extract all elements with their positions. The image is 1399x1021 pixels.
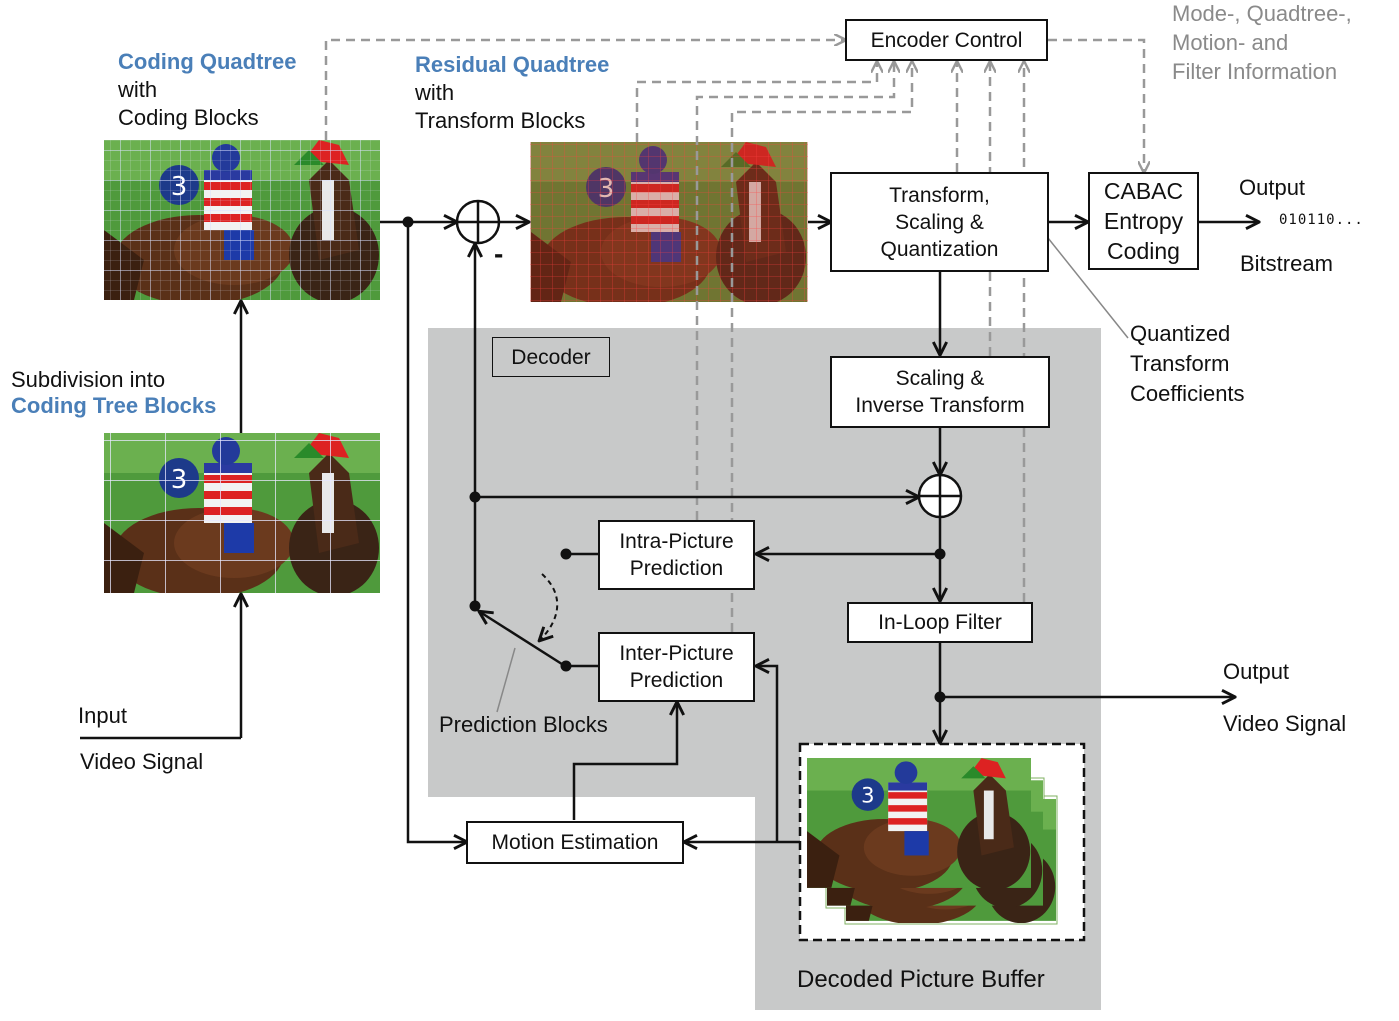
inter-label-2: Prediction (629, 669, 724, 692)
prediction-blocks-label: Prediction Blocks (439, 712, 608, 737)
transform-label-2: Scaling & (895, 210, 984, 234)
coding-quadtree-blocks-label: Coding Blocks (118, 105, 259, 130)
output-video-signal-label: Video Signal (1223, 711, 1347, 736)
encoder-control-block: Encoder Control (845, 19, 1048, 61)
transform-label-3: Quantization (880, 237, 999, 261)
cabac-label-1: CABAC (1103, 178, 1184, 204)
cabac-entropy-coding-block: CABAC Entropy Coding (1088, 172, 1199, 270)
input-label: Input (78, 703, 127, 728)
signal-lines (80, 222, 1258, 842)
side-info-label-1: Mode-, Quadtree-, (1172, 1, 1352, 26)
input-video-signal-label: Video Signal (80, 749, 204, 774)
inter-picture-prediction-block: Inter-Picture Prediction (598, 632, 755, 702)
scaling-label-2: Inverse Transform (855, 394, 1025, 417)
quantized-label-1: Quantized (1130, 321, 1231, 346)
minus-sign: - (494, 238, 504, 269)
scaling-label-1: Scaling & (895, 367, 985, 390)
residual-quadtree-image (530, 142, 808, 302)
coding-tree-blocks-label: Coding Tree Blocks (11, 393, 217, 418)
bitstream-label: Bitstream (1240, 251, 1333, 276)
decoder-label: Decoder (511, 345, 591, 369)
side-info-label-3: Filter Information (1172, 59, 1338, 84)
in-loop-filter-label: In-Loop Filter (878, 611, 1002, 634)
encoder-control-label: Encoder Control (870, 28, 1023, 52)
control-lines (324, 40, 1144, 632)
intra-label-2: Prediction (629, 557, 724, 580)
decoded-picture-stack (798, 742, 1086, 942)
output-bitstream-label: Output (1239, 175, 1306, 200)
quantized-label-2: Transform (1130, 351, 1230, 376)
annotation-lines (496, 237, 1129, 713)
intra-picture-prediction-block: Intra-Picture Prediction (598, 520, 755, 590)
residual-quadtree-blocks-label: Transform Blocks (415, 108, 586, 133)
subtract-node (455, 199, 501, 245)
intra-label-1: Intra-Picture (619, 530, 734, 553)
motion-estimation-block: Motion Estimation (466, 821, 684, 864)
transform-scaling-quantization-block: Transform, Scaling & Quantization (830, 172, 1049, 272)
coding-quadtree-with: with (118, 77, 158, 102)
scaling-inverse-transform-block: Scaling & Inverse Transform (830, 356, 1050, 428)
motion-estimation-label: Motion Estimation (491, 831, 659, 854)
output-video-label: Output (1223, 659, 1290, 684)
add-node (917, 473, 963, 519)
coding-tree-blocks-image (104, 433, 380, 593)
residual-quadtree-with: with (415, 80, 455, 105)
transform-label-1: Transform, (889, 183, 990, 207)
junction-dots (402, 216, 946, 703)
bitstream-bits: 010110... (1279, 212, 1364, 228)
in-loop-filter-block: In-Loop Filter (847, 602, 1033, 643)
cabac-label-2: Entropy (1103, 208, 1184, 234)
decoded-picture-buffer-label: Decoded Picture Buffer (797, 966, 1045, 993)
decoder-label-box: Decoder (492, 337, 610, 377)
cabac-label-3: Coding (1107, 238, 1180, 264)
quantized-label-3: Coefficients (1130, 381, 1245, 406)
coding-quadtree-title: Coding Quadtree (118, 49, 297, 74)
side-info-label-2: Motion- and (1172, 30, 1289, 55)
residual-quadtree-title: Residual Quadtree (415, 52, 610, 77)
inter-label-1: Inter-Picture (619, 642, 734, 665)
coding-quadtree-image (104, 140, 380, 300)
subdivision-label: Subdivision into (11, 367, 166, 392)
